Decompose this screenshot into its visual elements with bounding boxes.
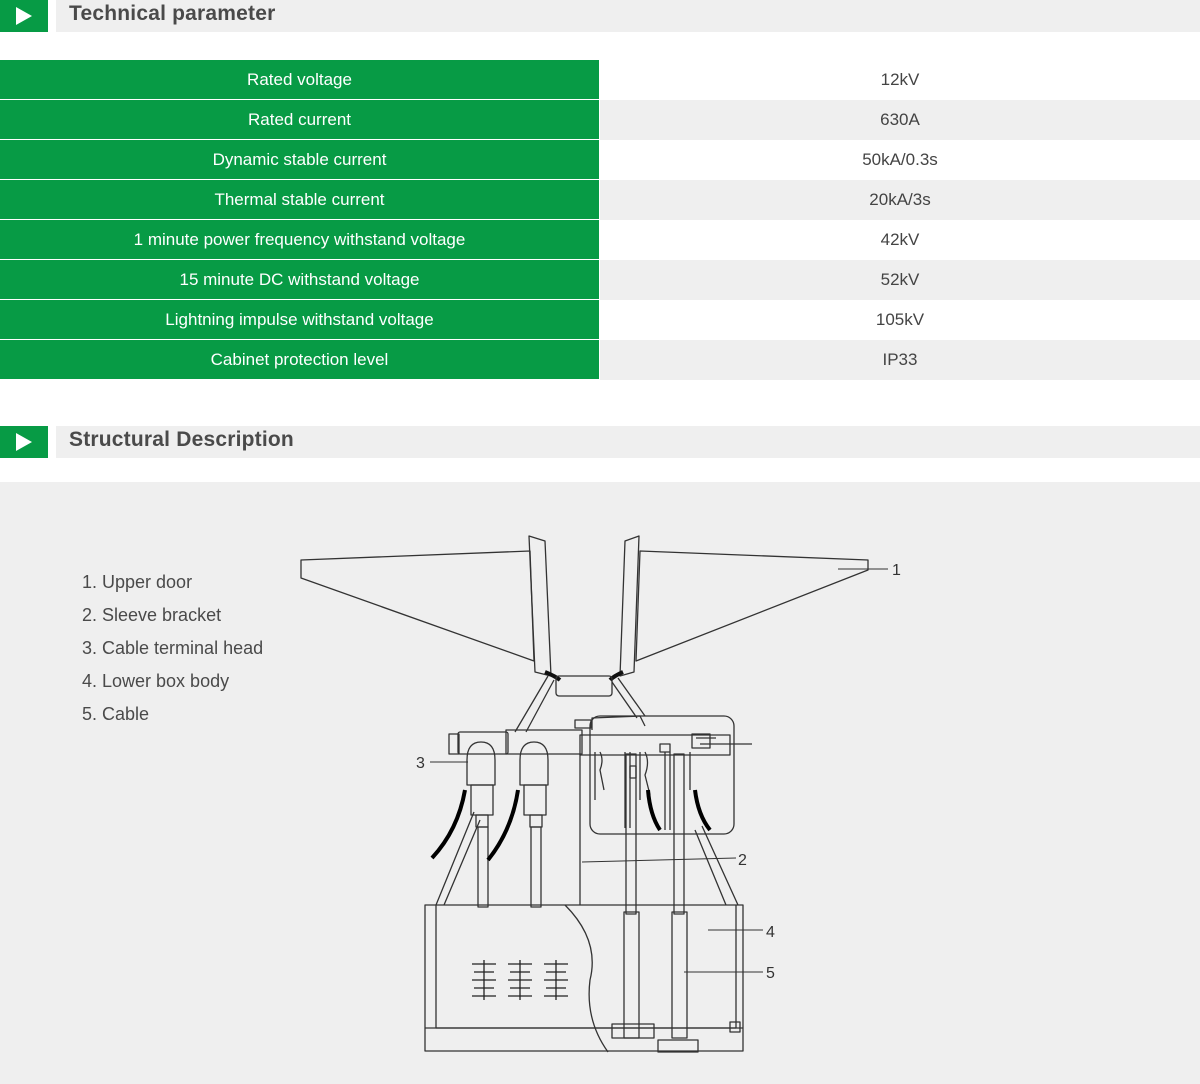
play-arrow-icon [16,7,32,25]
param-value: 52kV [600,259,1200,300]
param-label: Dynamic stable current [0,139,599,180]
param-value: 105kV [600,299,1200,340]
section-marker [0,426,48,458]
callout-2: 2 [738,852,747,869]
table-row: 1 minute power frequency withstand volta… [0,219,1200,260]
section-header-bar [56,0,1200,32]
legend-item: 2. Sleeve bracket [82,605,222,625]
upper-door-left [300,535,552,677]
column-divider [599,339,600,380]
sleeve-bracket [435,753,739,915]
parameter-table: Rated voltage 12kV Rated current 630A Dy… [0,60,1200,380]
section-header-bar [56,426,1200,458]
table-row: Thermal stable current 20kA/3s [0,179,1200,220]
callout-5: 5 [766,965,775,982]
section-title: Structural Description [69,428,294,451]
structure-panel [0,482,1200,1084]
column-divider [599,60,600,100]
callout-3: 3 [416,755,425,772]
lower-box-body [424,904,744,1053]
cabinet-structure-diagram: 1 3 2 4 5 [300,535,901,1053]
busbar-assembly [448,715,752,835]
table-row: Cabinet protection level IP33 [0,339,1200,380]
param-value: 50kA/0.3s [600,139,1200,180]
param-label: Thermal stable current [0,179,599,220]
callout-4: 4 [766,924,775,941]
legend-item: 4. Lower box body [82,671,230,691]
column-divider [599,259,600,300]
cables [430,789,712,862]
table-row: 15 minute DC withstand voltage 52kV [0,259,1200,300]
play-arrow-icon [16,433,32,451]
cable-terminal-heads [466,741,549,908]
param-value: 12kV [600,60,1200,100]
column-divider [599,139,600,180]
table-row: Lightning impulse withstand voltage 105k… [0,299,1200,340]
legend-item: 3. Cable terminal head [82,638,264,658]
param-label: 15 minute DC withstand voltage [0,259,599,300]
structural-description-header: Structural Description [0,426,1200,458]
param-label: Lightning impulse withstand voltage [0,299,599,340]
callout-1: 1 [892,562,901,579]
table-row: Dynamic stable current 50kA/0.3s [0,139,1200,180]
column-divider [599,299,600,340]
section-title: Technical parameter [69,2,276,25]
ventilation-slots [472,960,568,1000]
table-row: Rated current 630A [0,99,1200,140]
param-label: Rated voltage [0,60,599,100]
technical-parameter-header: Technical parameter [0,0,1200,32]
param-value: IP33 [600,339,1200,380]
param-value: 42kV [600,219,1200,260]
component-legend: 1. Upper door 2. Sleeve bracket 3. Cable… [82,570,263,735]
table-row: Rated voltage 12kV [0,60,1200,100]
param-label: Cabinet protection level [0,339,599,380]
column-divider [599,99,600,140]
param-value: 20kA/3s [600,179,1200,220]
upper-door-right [619,535,869,677]
column-divider [599,179,600,220]
param-label: Rated current [0,99,599,140]
param-value: 630A [600,99,1200,140]
legend-item: 1. Upper door [82,572,193,592]
section-marker [0,0,48,32]
legend-item: 5. Cable [82,704,150,724]
param-label: 1 minute power frequency withstand volta… [0,219,599,260]
column-divider [599,219,600,260]
